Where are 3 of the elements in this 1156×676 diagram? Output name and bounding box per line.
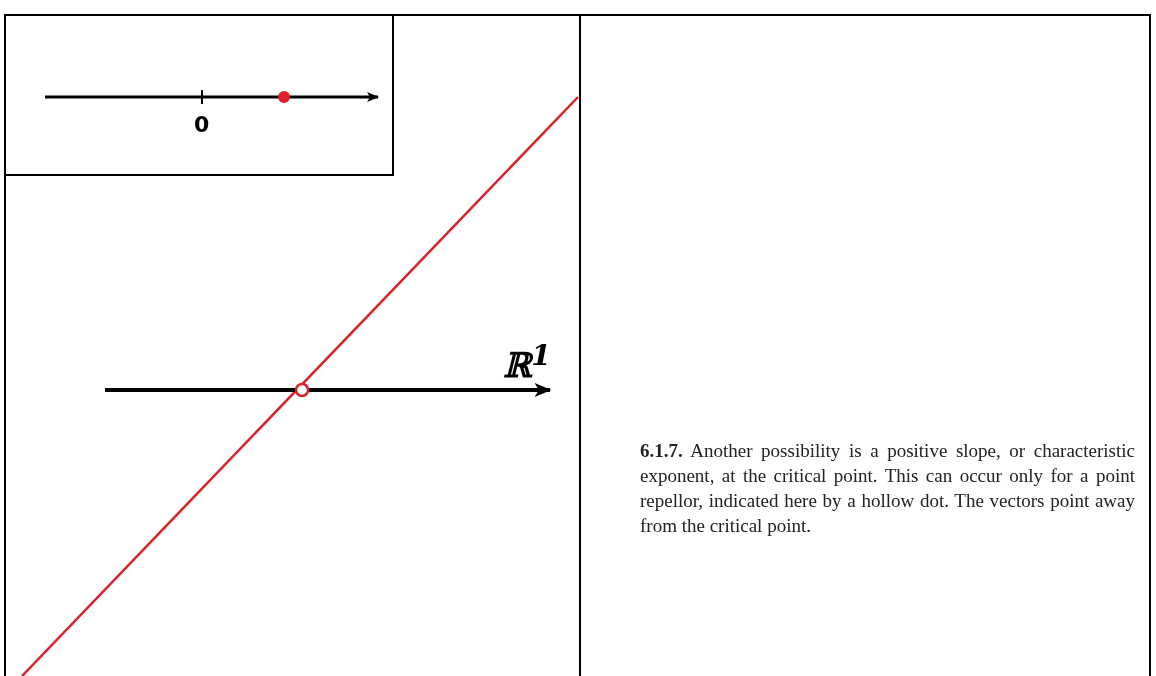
axis-label: ℝ$^{1}$ (503, 338, 551, 386)
tick-label: 0 (194, 112, 210, 137)
caption-text: 6.1.7. Another possibility is a positive slope, or characteristic exponent, at the critical point. This can occur only for a point repellor, indicated here by a hollow dot. The vectors point away from the critical point. (640, 439, 1135, 538)
